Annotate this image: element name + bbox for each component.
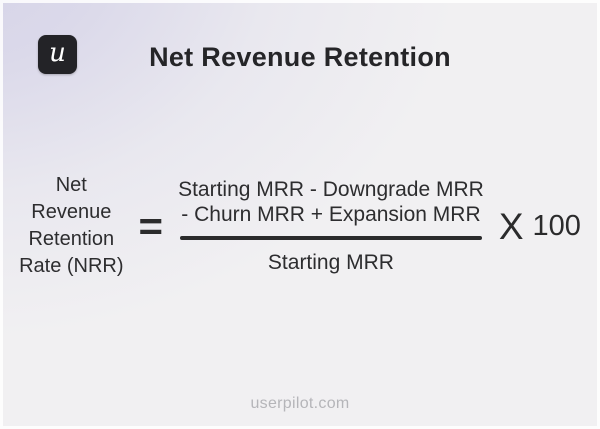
fraction-denominator: Starting MRR [267,251,394,274]
fraction-line [180,236,482,240]
multiplier-value: 100 [532,209,581,242]
page-title: Net Revenue Retention [149,42,451,72]
multiplier: X 100 [499,208,581,245]
equals-sign: = [138,203,164,248]
website-url: userpilot.com [250,395,350,412]
formula-label-line-2: Revenue [31,201,112,223]
multiply-symbol: X [498,205,524,247]
formula-label-line-3: Retention [28,228,115,250]
numerator-line-2: - Churn MRR + Expansion MRR [181,203,481,226]
formula-label-line-4: Rate (NRR) [19,255,124,277]
fraction-numerator: Starting MRR - Downgrade MRR - Churn MRR… [178,177,484,227]
fraction: Starting MRR - Downgrade MRR - Churn MRR… [178,177,484,275]
userpilot-logo-letter-icon: u [49,37,66,68]
userpilot-logo: u [38,35,77,74]
nrr-formula: Net Revenue Retention Rate (NRR) = Start… [0,172,600,280]
formula-label-line-1: Net [55,174,87,196]
formula-label: Net Revenue Retention Rate (NRR) [19,172,123,280]
numerator-line-1: Starting MRR - Downgrade MRR [178,178,484,201]
